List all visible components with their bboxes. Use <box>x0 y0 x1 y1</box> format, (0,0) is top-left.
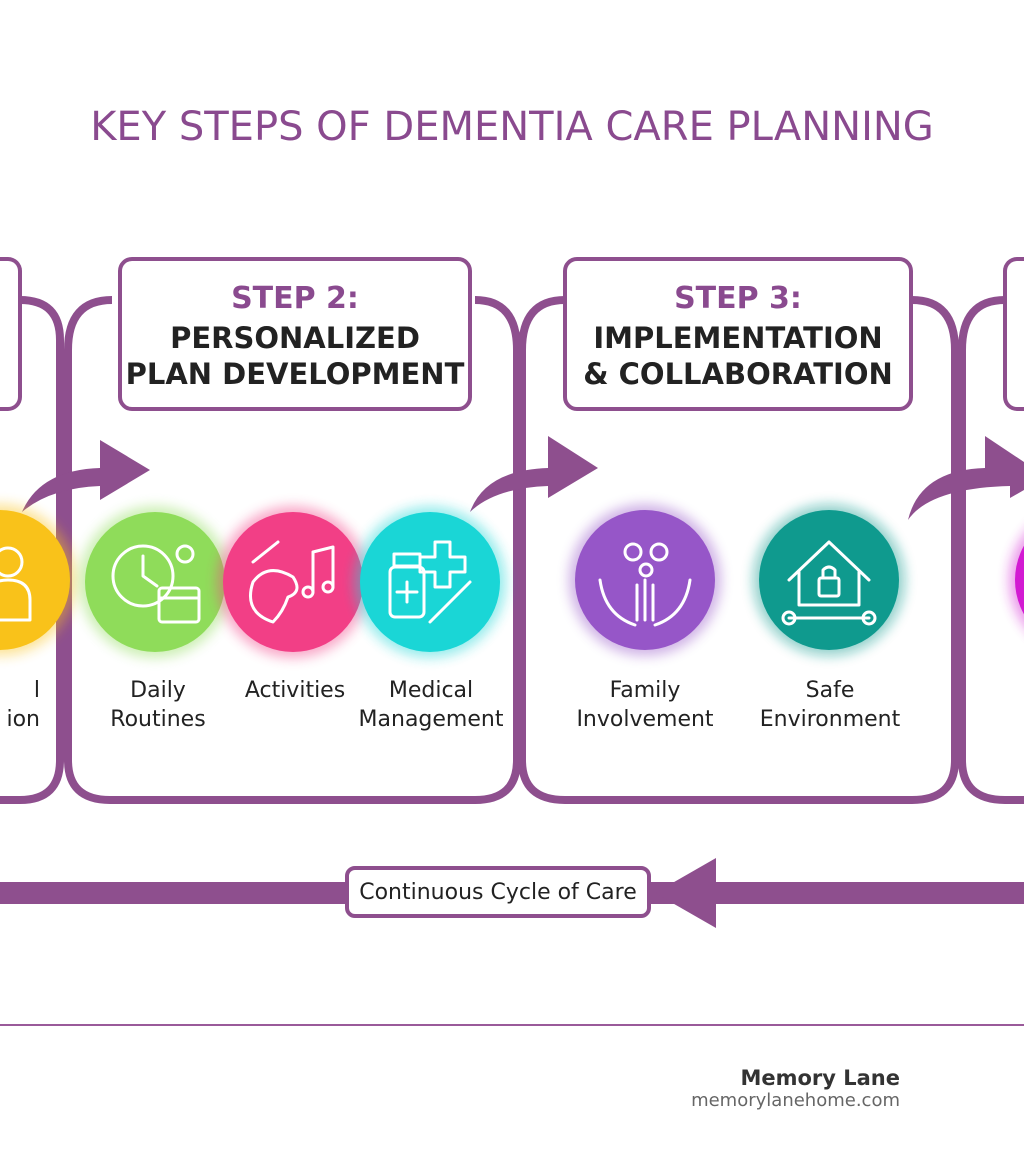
step3-name-line1: IMPLEMENTATION <box>593 321 883 355</box>
step2-name-line1: PERSONALIZED <box>170 321 420 355</box>
step2-label: STEP 2: <box>231 281 359 316</box>
circles <box>0 504 1024 658</box>
arrow-step3-to-4 <box>908 436 1024 520</box>
step2-title-box: STEP 2: PERSONALIZED PLAN DEVELOPMENT <box>118 257 472 411</box>
palette-music-icon <box>249 540 335 624</box>
person-icon <box>0 546 32 622</box>
cycle-label: Continuous Cycle of Care <box>359 879 637 905</box>
page-title: KEY STEPS OF DEMENTIA CARE PLANNING <box>90 104 934 150</box>
step3-title-box: STEP 3: IMPLEMENTATION & COLLABORATION <box>563 257 913 411</box>
step2-name-line2: PLAN DEVELOPMENT <box>125 357 465 391</box>
clock-calendar-icon <box>111 544 201 624</box>
step4-title-box-edge <box>1003 257 1024 411</box>
item-circle-4 <box>569 504 721 656</box>
step1-title-box-edge <box>0 257 22 411</box>
item-label-activities: Activities <box>244 678 346 703</box>
house-lock-icon <box>781 540 877 626</box>
step2-panel <box>64 296 521 804</box>
cycle-arrowhead <box>655 858 716 928</box>
step1-panel <box>0 296 64 804</box>
item-circle-3 <box>354 506 506 658</box>
step3-panel <box>518 296 959 804</box>
brand-url: memorylanehome.com <box>691 1090 900 1111</box>
step4-panel <box>958 296 1024 804</box>
item-circle-1 <box>79 506 231 658</box>
footer-divider <box>0 1024 1024 1026</box>
cycle-label-box: Continuous Cycle of Care <box>345 866 651 918</box>
arrow-step2-to-3 <box>470 436 598 512</box>
item-circle-6 <box>1009 534 1024 626</box>
step3-name-line2: & COLLABORATION <box>583 357 893 391</box>
brand-name: Memory Lane <box>740 1066 900 1090</box>
family-hands-icon <box>598 542 692 627</box>
item-circle-5 <box>753 504 905 656</box>
item-circle-0 <box>0 504 76 656</box>
footer-brand: Memory Lane memorylanehome.com <box>691 1066 900 1111</box>
medicine-icon <box>388 540 472 624</box>
step3-label: STEP 3: <box>674 281 802 316</box>
item-circle-2 <box>217 506 369 658</box>
arrow-step1-to-2 <box>22 440 150 512</box>
